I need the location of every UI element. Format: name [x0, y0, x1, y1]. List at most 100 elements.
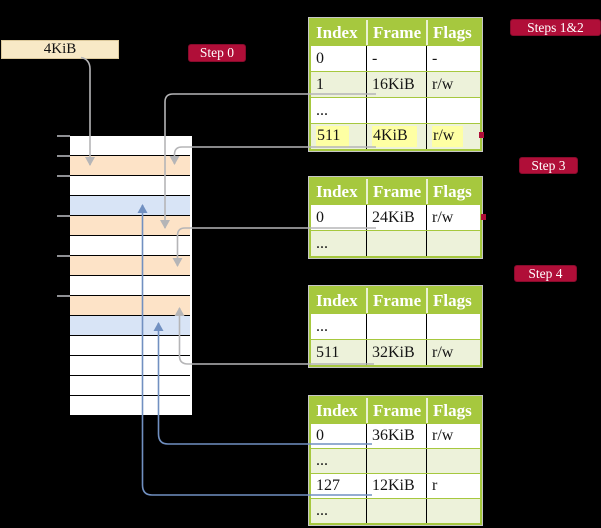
memory-frame-row-white [70, 396, 190, 415]
cell-frame [366, 499, 426, 523]
col-header-flags: Flags [426, 179, 480, 204]
cell-flags: - [426, 46, 480, 71]
page-size-box: 4KiB [1, 40, 119, 59]
memory-frame-row-white [70, 136, 190, 155]
table-row: 511 32KiB r/w [311, 339, 480, 365]
cell-index: 511 [311, 124, 366, 149]
col-header-index: Index [316, 181, 358, 201]
table-row: 1 16KiB r/w [311, 71, 480, 97]
page-table-4: Index Frame Flags 0 36KiB r/w ... 127 12… [309, 396, 482, 525]
table-header-row: Index Frame Flags [311, 288, 480, 313]
table-row: ... [311, 313, 480, 339]
tick-mark [57, 295, 70, 297]
memory-frame-row-orange [70, 256, 190, 275]
col-header-index: Index [316, 290, 358, 310]
table-row: 0 24KiB r/w [311, 204, 480, 230]
cell-frame: 36KiB [366, 424, 426, 448]
cell-flags [426, 231, 480, 256]
cell-index: 1 [316, 75, 324, 93]
tick-mark [57, 215, 70, 217]
col-header-flags: Flags [426, 398, 480, 423]
cell-index: ... [316, 234, 328, 252]
red-pointer-step-3 [481, 214, 486, 220]
page-size-label: 4KiB [43, 41, 77, 57]
memory-frame-row-blue [70, 196, 190, 215]
tick-mark [57, 255, 70, 257]
cell-frame [366, 314, 426, 339]
cell-index: ... [316, 452, 328, 469]
highlight: 4KiB [372, 126, 417, 147]
memory-frame-row-orange [70, 216, 190, 235]
table-header-row: Index Frame Flags [311, 398, 480, 423]
cell-flags [426, 98, 480, 123]
table-header-row: Index Frame Flags [311, 20, 480, 45]
memory-frame-row-orange [70, 156, 190, 175]
cell-frame [366, 98, 426, 123]
table-row: ... [311, 97, 480, 123]
cell-index: ... [316, 502, 328, 519]
cell-frame [366, 449, 426, 473]
col-header-index: Index [316, 22, 358, 42]
badge-step-0: Step 0 [188, 44, 246, 62]
cell-frame: 24KiB [366, 205, 426, 230]
table-row: 0 36KiB r/w [311, 423, 480, 448]
col-header-index: Index [316, 400, 358, 420]
col-header-flags: Flags [426, 288, 480, 313]
page-table-3: Index Frame Flags ... 511 32KiB r/w [309, 286, 482, 367]
table-header-row: Index Frame Flags [311, 179, 480, 204]
cell-index: 511 [316, 343, 340, 361]
col-header-frame: Frame [366, 179, 426, 204]
cell-frame: - [366, 46, 426, 71]
memory-frame-row-orange [70, 296, 190, 315]
memory-frame-row-white [70, 236, 190, 255]
tick-mark [57, 155, 70, 157]
table-row: ... [311, 230, 480, 256]
cell-flags: r/w [426, 340, 480, 365]
memory-frame-row-white [70, 376, 190, 395]
memory-frame-row-white [70, 276, 190, 295]
cell-flags: r [426, 474, 480, 498]
memory-frame-row-white [70, 356, 190, 375]
badge-steps-1-2: Steps 1&2 [510, 19, 601, 36]
cell-frame: 16KiB [366, 72, 426, 97]
col-header-flags: Flags [426, 20, 480, 45]
tick-mark [57, 175, 70, 177]
col-header-frame: Frame [366, 20, 426, 45]
table-row: ... [311, 448, 480, 473]
cell-flags [426, 314, 480, 339]
cell-frame: 32KiB [366, 340, 426, 365]
cell-flags [426, 499, 480, 523]
memory-frame-row-white [70, 336, 190, 355]
col-header-frame: Frame [366, 398, 426, 423]
cell-index: 0 [316, 208, 324, 226]
cell-flags: r/w [426, 124, 480, 149]
memory-frame-row-white [70, 176, 190, 195]
page-table-2: Index Frame Flags 0 24KiB r/w ... [309, 177, 482, 258]
badge-step-3: Step 3 [519, 157, 578, 174]
tick-mark [57, 135, 70, 137]
red-pointer-steps-1-2 [479, 132, 484, 138]
cell-frame [366, 231, 426, 256]
cell-index: ... [316, 317, 328, 335]
table-row-highlighted: 511 4KiB r/w [311, 123, 480, 149]
table-row: 0 - - [311, 45, 480, 71]
cell-frame: 4KiB [366, 124, 426, 149]
cell-index: 0 [316, 427, 324, 444]
cell-flags: r/w [426, 72, 480, 97]
cell-flags: r/w [426, 424, 480, 448]
cell-index: 0 [316, 49, 324, 67]
badge-step-4: Step 4 [514, 265, 577, 282]
cell-flags [426, 449, 480, 473]
highlight: r/w [432, 126, 464, 147]
cell-index: ... [316, 101, 328, 119]
table-row: ... [311, 498, 480, 523]
table-row: 127 12KiB r [311, 473, 480, 498]
memory-frame-row-blue [70, 316, 190, 335]
col-header-frame: Frame [366, 288, 426, 313]
cell-flags: r/w [426, 205, 480, 230]
physical-memory-strip [70, 136, 192, 415]
highlight: 511 [316, 126, 350, 147]
cell-index: 127 [316, 477, 340, 494]
cell-frame: 12KiB [366, 474, 426, 498]
